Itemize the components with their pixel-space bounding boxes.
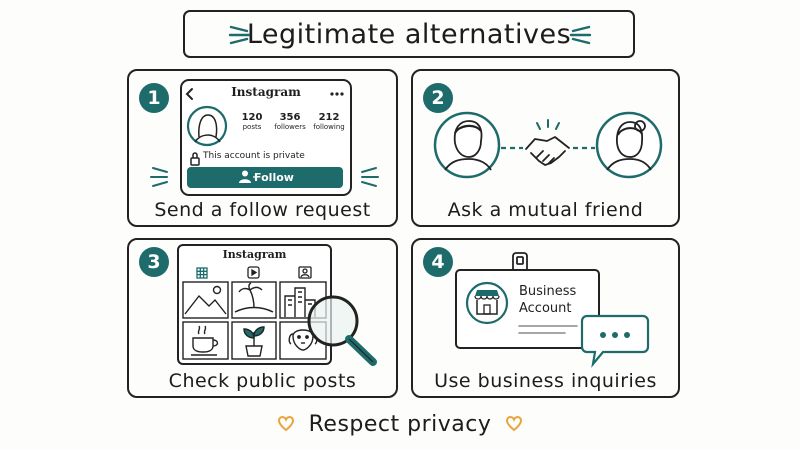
- add-user-icon: [239, 170, 258, 183]
- palm-photo-icon: [231, 281, 277, 319]
- stat-following: 212 following: [313, 112, 345, 131]
- panel-public-posts: 3: [127, 238, 398, 398]
- profile-app-name: Instagram: [231, 85, 301, 99]
- business-illustration: [455, 252, 650, 368]
- heart-icon: [506, 415, 523, 432]
- title-sparkle-right-icon: [569, 25, 592, 45]
- card-title: Business Account: [519, 284, 577, 316]
- magnifier-icon: [307, 295, 377, 366]
- profile-stats: 120 posts 356 followers 212 following: [235, 112, 347, 131]
- step-badge-2: 2: [423, 83, 453, 113]
- plant-photo-icon: [231, 321, 277, 360]
- spark-lines: [536, 119, 560, 130]
- chat-bubble-icon: [580, 314, 650, 368]
- back-arrow-icon: [185, 88, 193, 100]
- heart-icon: [277, 415, 294, 432]
- footer: Respect privacy: [0, 406, 800, 442]
- step-badge-1: 1: [139, 83, 169, 113]
- step-badge-4: 4: [423, 247, 453, 277]
- avatar-woman-icon: [186, 105, 228, 147]
- caption-4: Use business inquiries: [434, 370, 657, 392]
- panel-mutual-friend: 2 Ask a mutual friend: [411, 69, 680, 227]
- stat-followers: 356 followers: [274, 112, 306, 131]
- man-portrait-icon: [433, 111, 501, 179]
- more-dots-icon: [330, 92, 344, 96]
- sparkle-right-icon: [361, 167, 379, 187]
- woman-portrait-icon: [595, 111, 663, 179]
- caption-3: Check public posts: [168, 370, 357, 392]
- reels-icon: [247, 266, 260, 279]
- panel-follow-request: 1 Instagram 120: [127, 69, 398, 227]
- tagged-icon: [298, 266, 312, 279]
- panel-business-inquiries: 4 Business Account Use business inquirie…: [411, 238, 680, 398]
- title-sparkle-left-icon: [228, 25, 251, 45]
- step-badge-3: 3: [139, 247, 169, 277]
- follow-label: Follow: [254, 171, 294, 184]
- sparkle-left-icon: [150, 167, 168, 187]
- card-lines: [518, 325, 578, 334]
- mountain-photo-icon: [182, 281, 229, 319]
- follow-button-shape: [187, 167, 343, 188]
- lock-icon: [190, 152, 200, 166]
- feed-illustration: [177, 244, 377, 366]
- follow-button[interactable]: Follow: [187, 167, 343, 188]
- coffee-photo-icon: [182, 321, 229, 360]
- handshake-icon: [525, 136, 570, 166]
- footer-text: Respect privacy: [308, 411, 492, 437]
- title-box: Legitimate alternatives: [183, 10, 635, 58]
- caption-2: Ask a mutual friend: [447, 199, 644, 221]
- page-title: Legitimate alternatives: [246, 18, 572, 50]
- feed-app-name: Instagram: [222, 248, 287, 261]
- city-photo-icon: [279, 281, 327, 319]
- profile-illustration: [150, 79, 379, 196]
- storefront-icon: [465, 281, 509, 325]
- caption-1: Send a follow request: [154, 199, 371, 221]
- private-notice: This account is private: [203, 151, 305, 161]
- mutual-friend-illustration: [433, 111, 663, 179]
- grid-icon: [196, 267, 208, 279]
- stat-posts: 120 posts: [241, 112, 263, 131]
